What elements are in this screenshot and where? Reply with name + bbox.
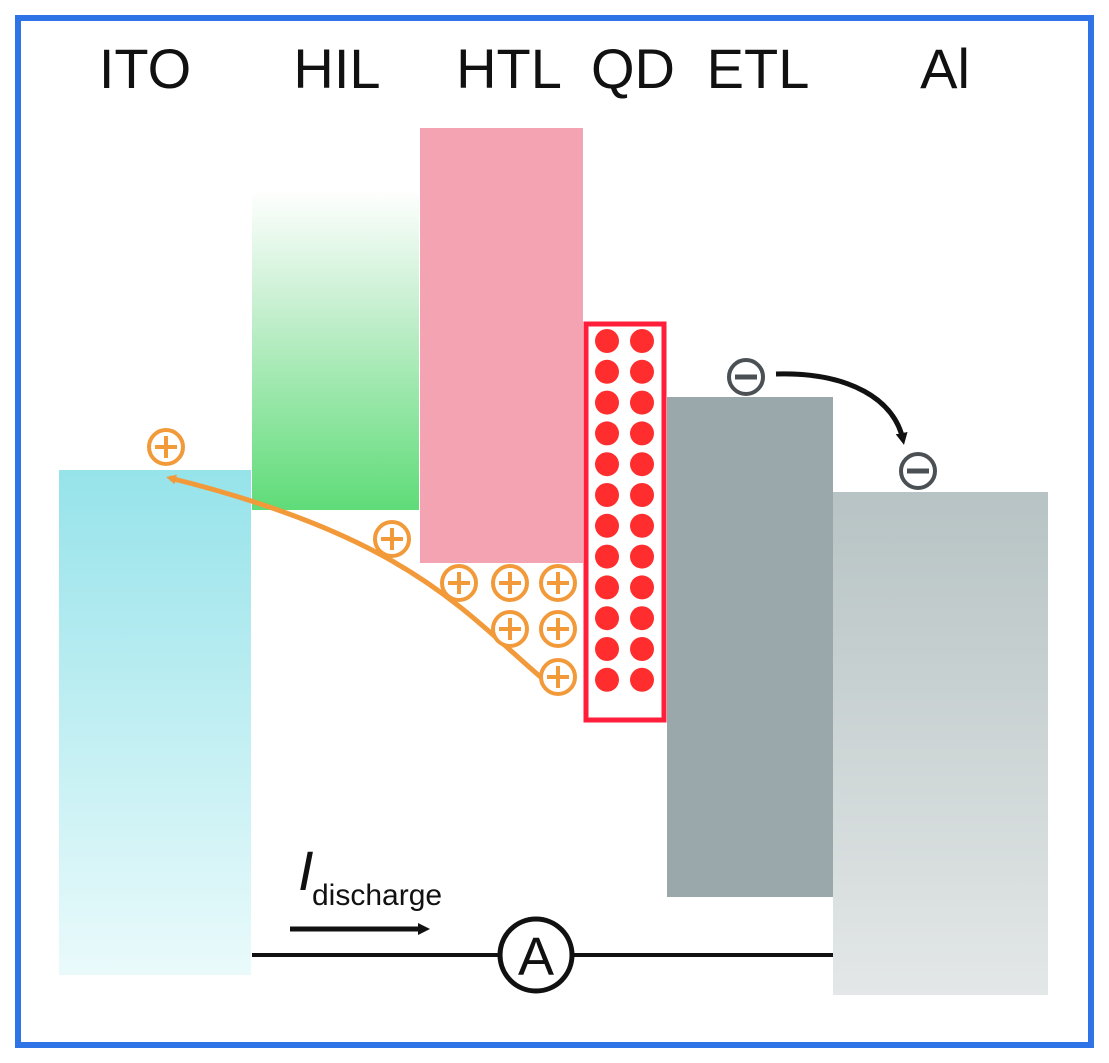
- hil-band: [252, 190, 419, 510]
- quantum-dot: [595, 452, 619, 477]
- quantum-dot: [595, 329, 619, 353]
- ammeter-label: A: [518, 927, 554, 987]
- hole-extraction-arrow: [166, 474, 558, 692]
- hole-icon: [440, 564, 478, 602]
- hole-icon: [491, 610, 529, 648]
- quantum-dot: [595, 390, 619, 415]
- quantum-dot: [630, 390, 654, 415]
- hole-icon: [147, 428, 185, 466]
- label-ito: ITO: [99, 37, 191, 100]
- electron-transfer-arrow: [775, 371, 908, 445]
- quantum-dot: [595, 637, 619, 661]
- quantum-dot: [630, 606, 654, 631]
- quantum-dot: [630, 421, 654, 446]
- quantum-dot: [595, 359, 619, 384]
- quantum-dot: [630, 575, 654, 600]
- label-etl: ETL: [707, 37, 810, 100]
- hole-icon: [539, 564, 577, 602]
- quantum-dot: [630, 452, 654, 477]
- quantum-dot: [630, 667, 654, 692]
- quantum-dot: [630, 513, 654, 538]
- htl-band: [420, 128, 583, 563]
- label-hil: HIL: [293, 37, 380, 100]
- current-symbol: I: [298, 839, 314, 902]
- qd-dots: [595, 329, 654, 692]
- ito-band: [59, 470, 251, 975]
- hole-icon: [373, 520, 411, 558]
- quantum-dot: [595, 667, 619, 692]
- holes: [147, 428, 577, 696]
- quantum-dot: [630, 329, 654, 353]
- quantum-dot: [630, 637, 654, 661]
- quantum-dot: [630, 359, 654, 384]
- hole-icon: [539, 658, 577, 696]
- quantum-dot: [630, 544, 654, 569]
- quantum-dot: [595, 544, 619, 569]
- frame-border: [15, 15, 1094, 1048]
- electron-icon: [899, 452, 937, 490]
- hole-icon: [539, 610, 577, 648]
- current-subscript: discharge: [312, 879, 442, 912]
- etl-band: [667, 397, 833, 897]
- quantum-dot: [595, 575, 619, 600]
- label-htl: HTL: [456, 37, 562, 100]
- label-qd: QD: [591, 37, 675, 100]
- label-al: Al: [920, 37, 970, 100]
- ammeter: [497, 916, 575, 994]
- quantum-dot: [630, 483, 654, 507]
- hole-icon: [491, 564, 529, 602]
- quantum-dot: [595, 421, 619, 446]
- quantum-dot: [595, 513, 619, 538]
- quantum-dot: [595, 606, 619, 631]
- al-band: [833, 492, 1048, 995]
- electron-icon: [727, 358, 765, 396]
- quantum-dot: [595, 483, 619, 507]
